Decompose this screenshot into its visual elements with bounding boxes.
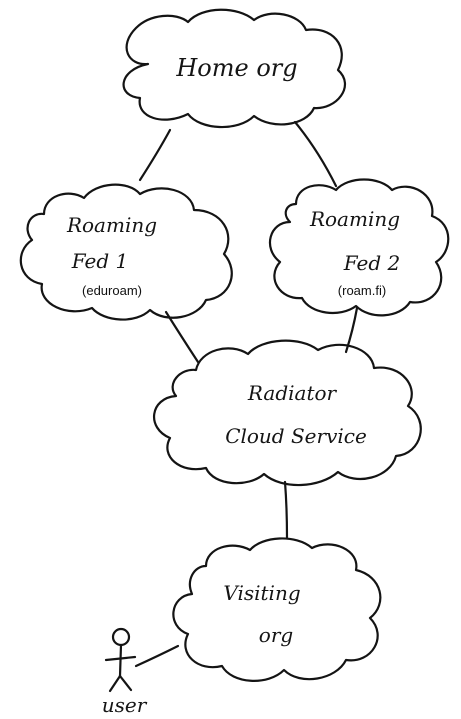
visiting-org-line1: Visiting (223, 581, 300, 605)
radiator-line2: Cloud Service (225, 424, 367, 448)
edge-radiator-to-visiting (283, 480, 289, 540)
visiting-org-cloud (172, 537, 382, 682)
radiator-cloud (153, 339, 422, 487)
home-org-node: Home org (122, 8, 346, 129)
roaming-fed-2-line1: Roaming (309, 207, 400, 231)
roaming-fed-2-node: Roaming Fed 2 (roam.fi) (269, 178, 450, 317)
visiting-org-node: Visiting org (172, 537, 382, 682)
roaming-fed-1-note: (eduroam) (82, 283, 142, 298)
home-org-label: Home org (175, 54, 297, 82)
user-stick-figure-icon (104, 627, 137, 693)
home-org-cloud (122, 8, 346, 129)
connectors (134, 120, 359, 668)
roaming-fed-2-note: (roam.fi) (338, 283, 386, 298)
edge-fed2-to-radiator (344, 306, 359, 354)
edge-fed1-to-radiator (164, 310, 200, 364)
roaming-fed-1-node: Roaming Fed 1 (eduroam) (19, 183, 233, 321)
roaming-fed-1-line2: Fed 1 (71, 249, 129, 273)
user-node: user (102, 627, 148, 717)
visiting-org-line2: org (259, 623, 293, 647)
edge-user-to-visiting (134, 644, 180, 668)
edge-home-to-fed2 (293, 120, 338, 188)
edge-home-to-fed1 (138, 128, 172, 182)
radiator-node: Radiator Cloud Service (153, 339, 422, 487)
roaming-fed-2-cloud (269, 178, 450, 317)
roaming-fed-1-cloud (19, 183, 233, 321)
roaming-fed-1-line1: Roaming (66, 213, 157, 237)
user-label: user (102, 693, 148, 717)
roaming-fed-2-line2: Fed 2 (343, 251, 401, 275)
radiator-line1: Radiator (247, 381, 338, 405)
